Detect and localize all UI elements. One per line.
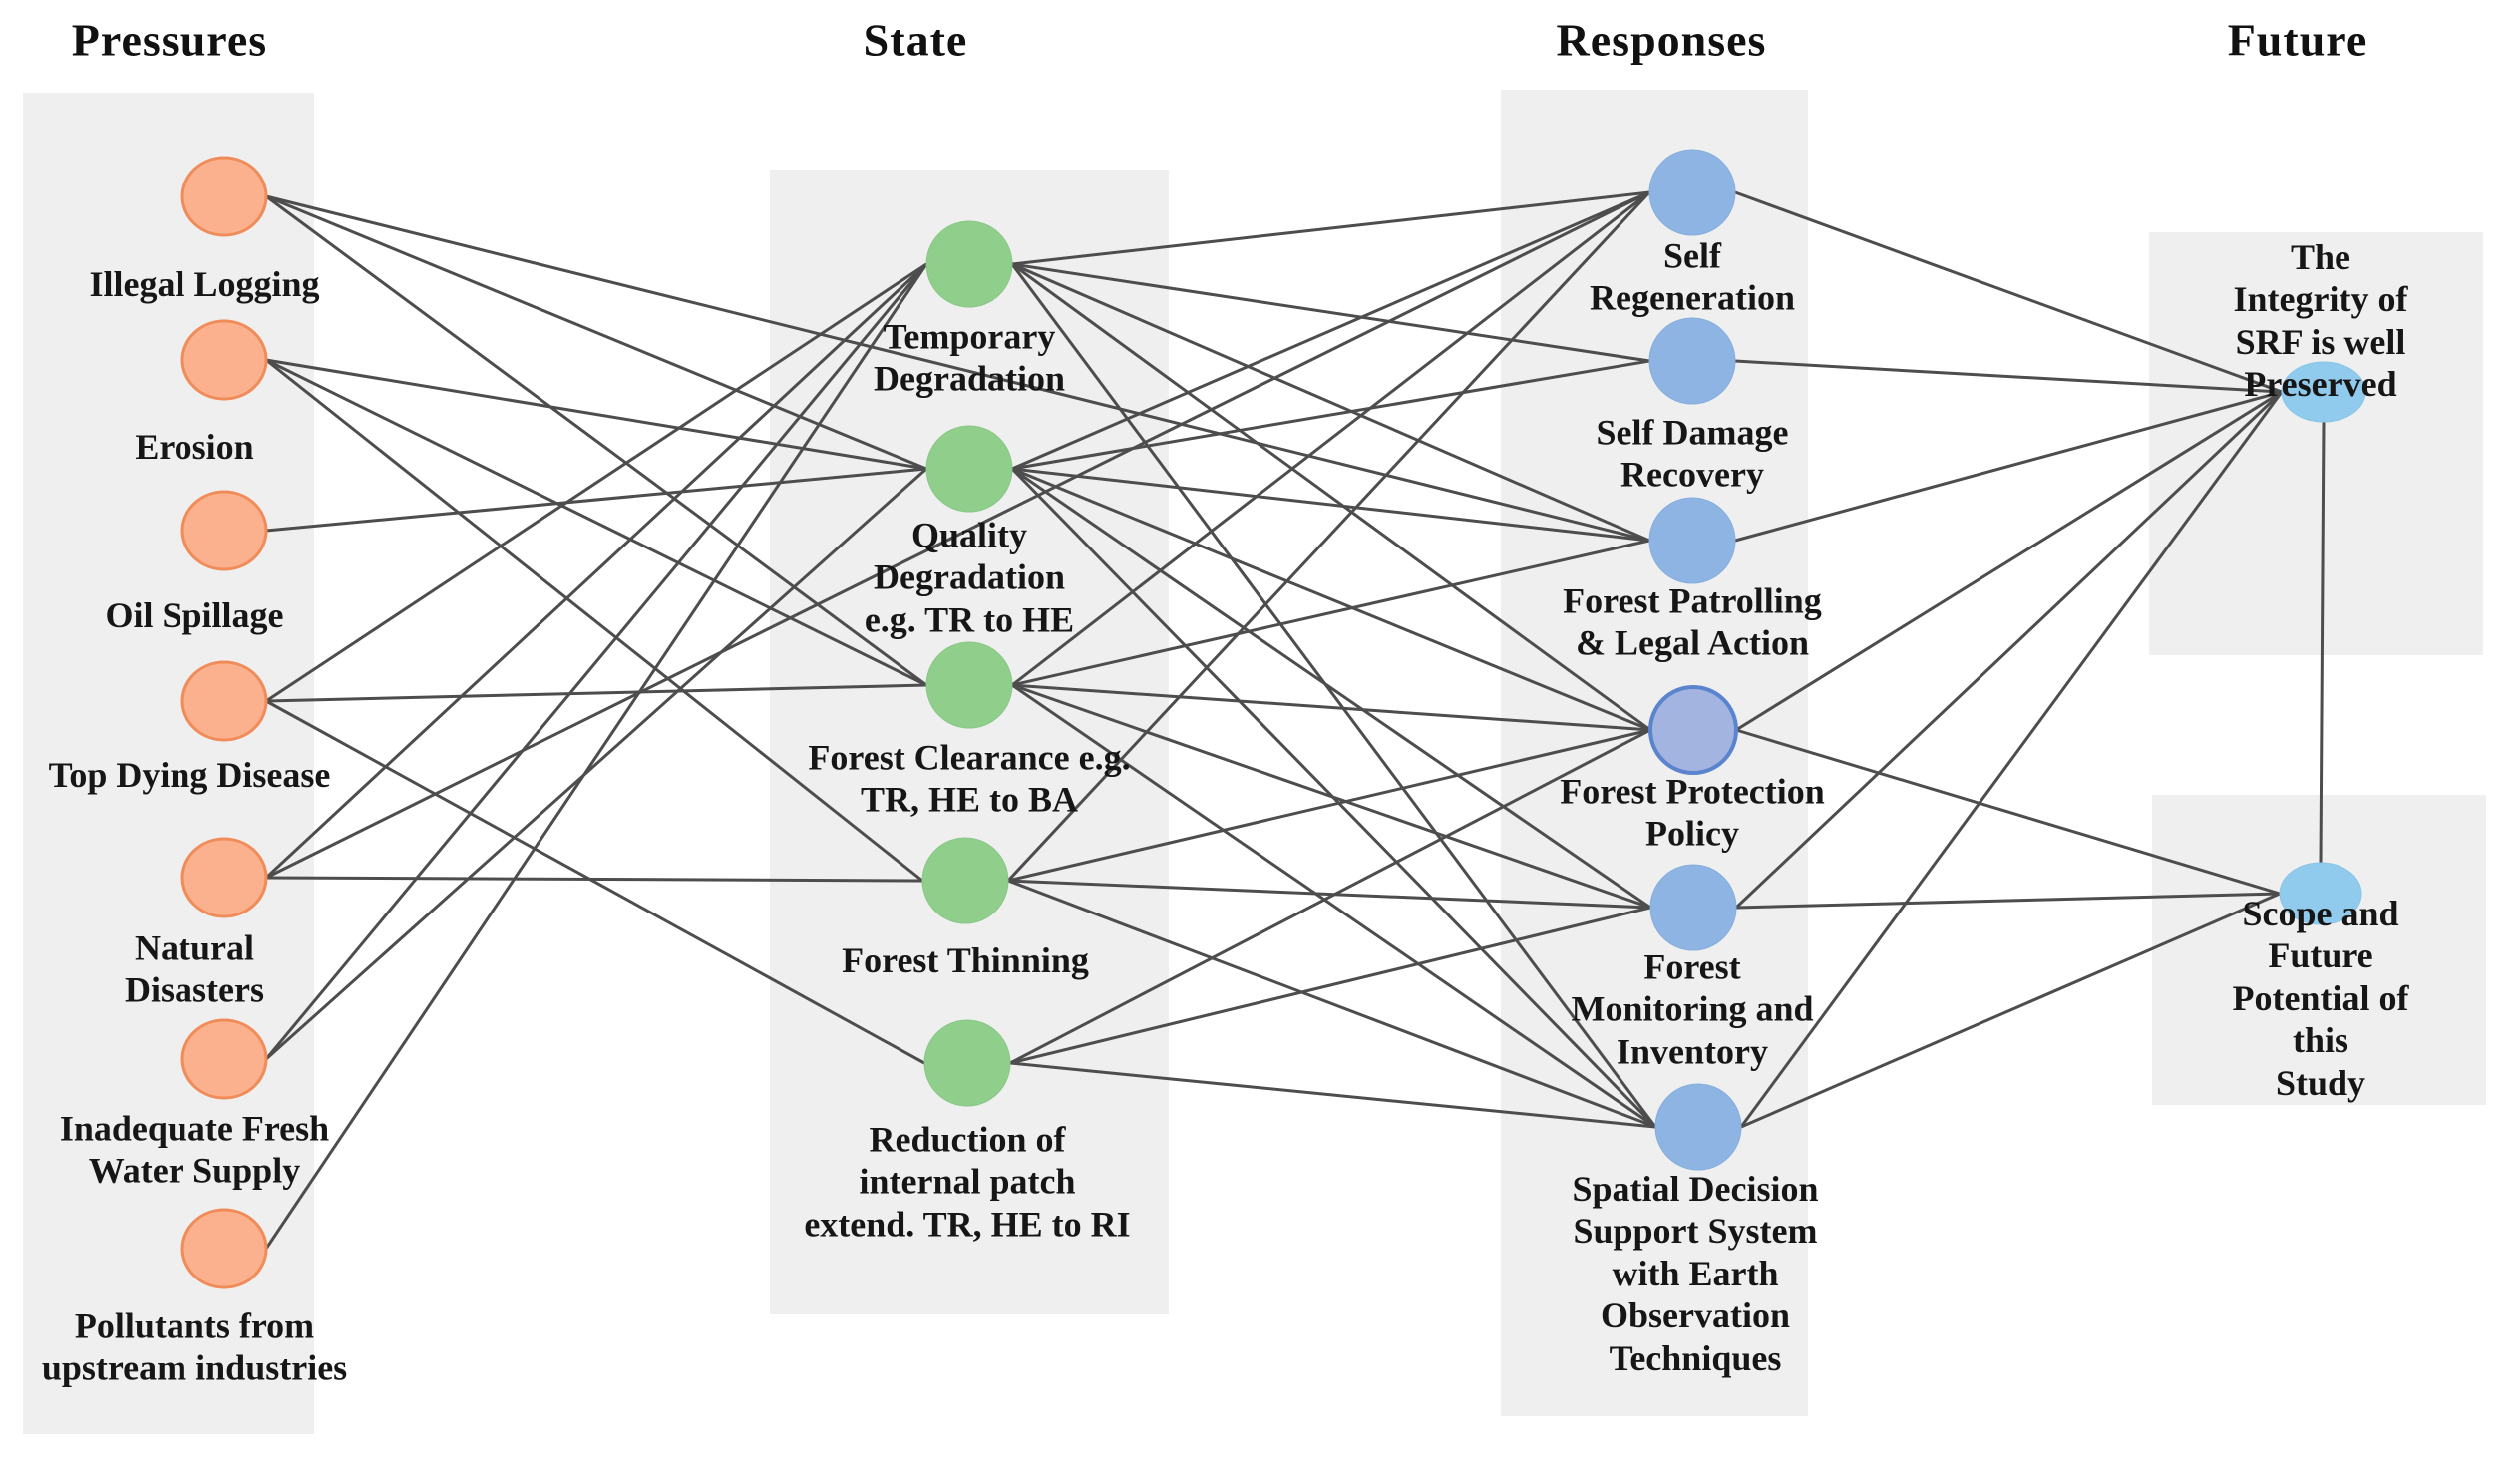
edge-S1-R3 [1011,262,1650,543]
node-label-R6: Spatial Decision Support System with Ear… [1572,1168,1819,1378]
node-label-P3: Oil Spillage [105,594,284,635]
node-label-S5: Reduction of internal patch extend. TR, … [804,1119,1131,1245]
edge-P5-S4 [265,876,923,883]
node-S2 [925,425,1013,513]
edge-R5-F1 [1734,390,2284,910]
column-title-pressures: Pressures [71,14,268,66]
column-title-responses: Responses [1556,14,1767,66]
node-label-R5: Forest Monitoring and Inventory [1571,946,1814,1072]
edge-S2-R2 [1011,359,1650,471]
edge-R6-F1 [1739,391,2284,1128]
node-S3 [925,641,1013,729]
node-label-P6: Inadequate Fresh Water Supply [59,1108,330,1191]
edge-S5-R5 [1009,906,1651,1065]
node-label-R4: Forest Protection Policy [1560,771,1825,854]
edge-P6-S2 [265,467,927,1061]
node-S5 [923,1019,1011,1107]
edge-P7-S1 [264,263,928,1250]
edge-R4-F2 [1735,728,2281,896]
edge-S1-R6 [1010,263,1657,1128]
node-label-F1: The Integrity of SRF is well Preserved [2233,237,2408,405]
edge-S3-R5 [1011,683,1651,910]
edge-S2-R3 [1011,467,1650,543]
node-label-S2: Quality Degradation e.g. TR to HE [864,515,1075,640]
node-P4 [180,660,268,742]
node-R2 [1648,317,1736,405]
node-label-S4: Forest Thinning [842,939,1089,980]
node-S4 [921,837,1009,924]
node-P6 [180,1018,268,1100]
node-label-S3: Forest Clearance e.g. TR, HE to BA [808,737,1131,820]
edge-P6-S1 [264,263,928,1060]
edge-P4-S3 [265,683,927,703]
edge-S1-R2 [1011,262,1650,363]
edge-S4-R5 [1007,879,1651,910]
node-label-P4: Top Dying Disease [48,754,331,795]
node-label-R1: Self Regeneration [1590,235,1795,318]
edge-P1-S2 [265,194,927,471]
edge-P5-S1 [264,262,928,880]
node-P2 [180,319,268,401]
node-label-P5: Natural Disasters [125,927,264,1010]
node-label-S1: Temporary Degradation [874,316,1065,399]
node-label-F2: Scope and Future Potential of this Study [2232,893,2409,1103]
future-panel-1 [2149,232,2483,655]
column-title-state: State [863,14,968,66]
edge-P1-S3 [265,194,927,687]
node-R3 [1648,497,1736,584]
node-F1 [2281,361,2366,423]
edge-R3-F1 [1734,390,2283,543]
edge-P2-S3 [265,358,927,687]
node-R1 [1648,149,1736,236]
node-R6 [1654,1083,1742,1171]
column-title-future: Future [2227,14,2368,66]
future-panel-2 [2152,795,2486,1105]
node-R4 [1648,685,1738,775]
node-label-P2: Erosion [135,426,254,467]
pressures-panel [23,93,314,1434]
node-R5 [1649,864,1737,951]
edge-S4-R4 [1007,728,1651,883]
edge-P5-R1 [265,190,1650,880]
edge-S1-R1 [1011,190,1650,266]
edge-S3-R4 [1011,683,1651,732]
edge-S3-R6 [1011,683,1656,1129]
edge-F1-F2 [2319,421,2326,864]
edge-S1-R4 [1011,262,1651,732]
edge-R2-F1 [1734,359,2283,394]
node-P3 [180,490,268,571]
edge-S4-R1 [1006,190,1651,883]
edge-R4-F1 [1735,390,2283,732]
edge-P2-S2 [265,358,927,471]
edge-S2-R1 [1011,190,1650,471]
edge-P1-R3 [265,194,1650,543]
edge-P2-S4 [265,358,923,883]
edge-S5-R6 [1009,1061,1656,1129]
edge-R5-F2 [1735,892,2281,910]
edge-S4-R6 [1007,879,1656,1129]
state-panel [770,170,1169,1314]
edge-R6-F2 [1740,892,2281,1129]
node-label-P7: Pollutants from upstream industries [41,1305,348,1388]
node-F2 [2279,862,2362,925]
node-P7 [180,1208,268,1289]
edge-S2-R5 [1011,467,1651,910]
edge-S3-R3 [1011,539,1650,687]
node-P1 [180,156,268,237]
edge-P4-S1 [265,262,927,703]
edge-S5-R4 [1009,728,1651,1065]
node-P5 [180,837,268,918]
node-S1 [925,220,1013,308]
node-label-R3: Forest Patrolling & Legal Action [1563,580,1822,663]
node-label-R2: Self Damage Recovery [1596,412,1789,495]
edge-S3-R1 [1011,190,1650,687]
edge-S2-R4 [1011,467,1651,732]
edge-P4-S5 [265,699,925,1065]
node-label-P1: Illegal Logging [89,263,320,304]
edge-P3-S2 [265,467,927,533]
edge-R1-F1 [1734,190,2283,394]
